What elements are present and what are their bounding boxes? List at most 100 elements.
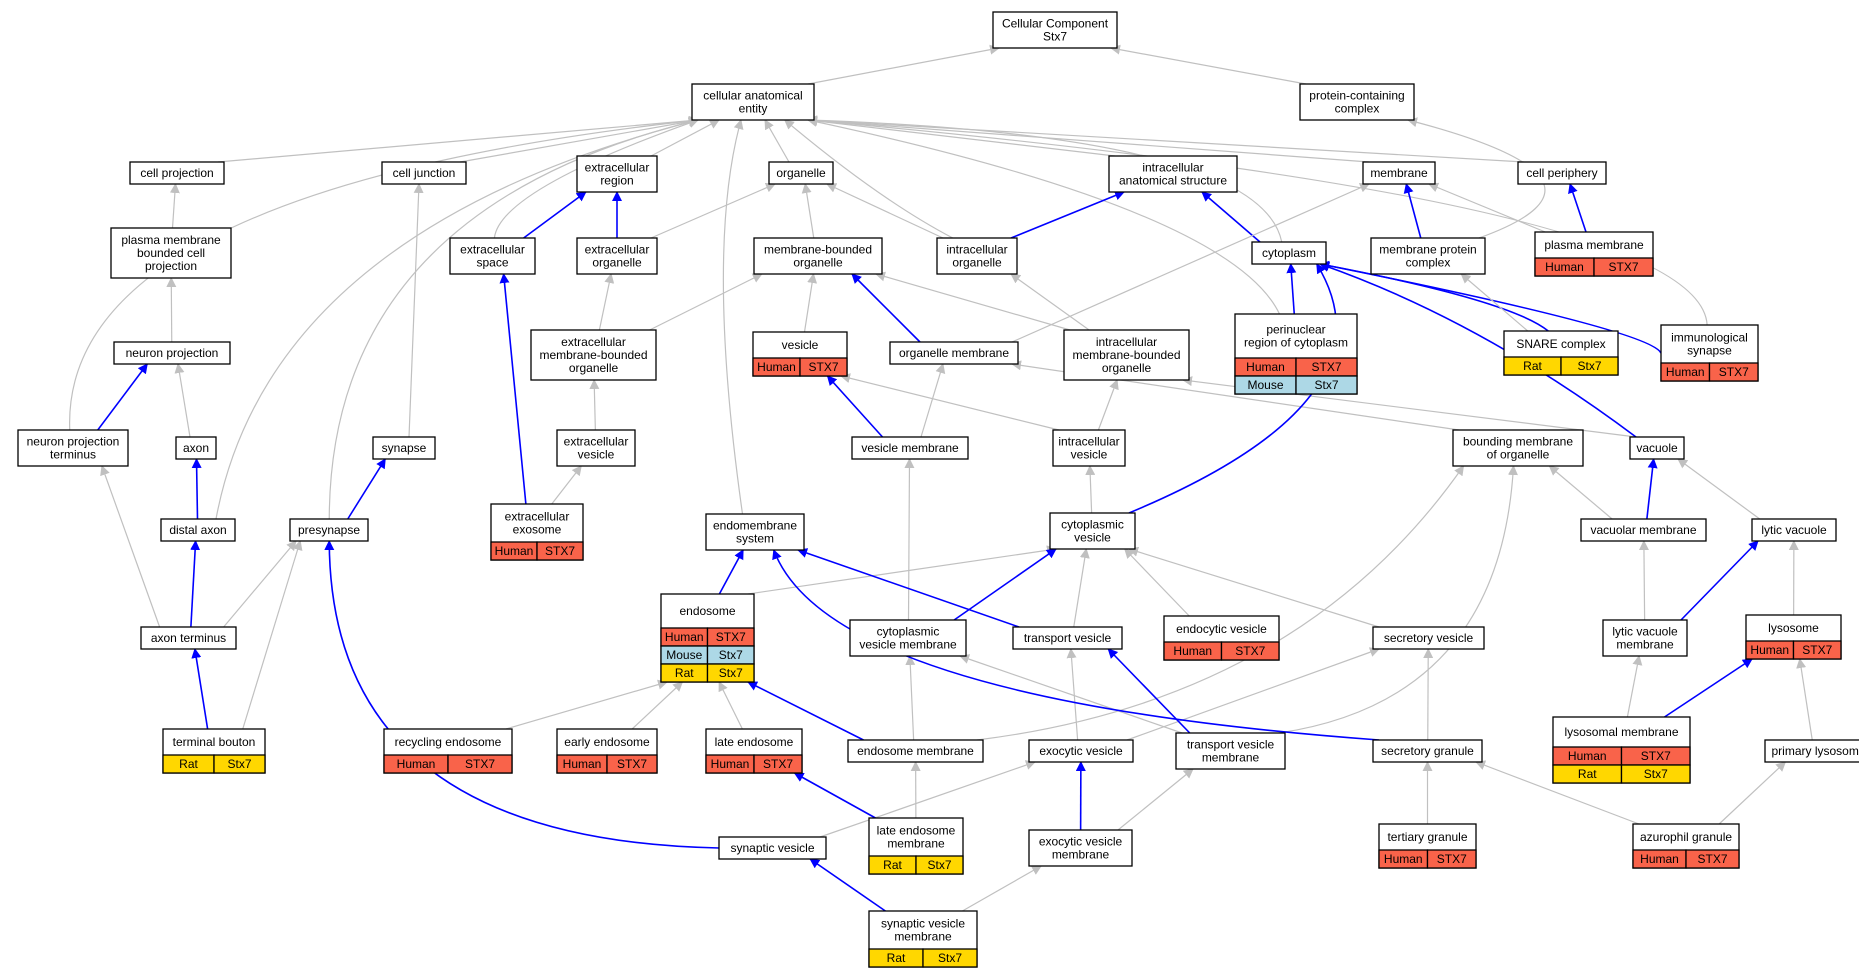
node-secves[interactable]: secretory vesicle — [1372, 626, 1485, 650]
edge-endomemb-to-endosome — [747, 681, 864, 741]
node-label: extracellular — [585, 161, 650, 175]
node-presynapse[interactable]: presynapse — [289, 518, 369, 542]
node-label: protein-containing — [1309, 89, 1404, 103]
node-synves[interactable]: synaptic vesicle — [718, 836, 827, 860]
node-vacuole[interactable]: vacuole — [1629, 436, 1685, 460]
node-label: organelle membrane — [899, 346, 1009, 360]
node-box — [17, 429, 129, 467]
node-axon[interactable]: axon — [175, 436, 217, 460]
edge-pmbcp-to-cellproj — [169, 183, 180, 229]
node-label: organelle — [952, 256, 1002, 270]
node-label: exocytic vesicle — [1039, 835, 1123, 849]
edge-axon-to-neuronproj — [174, 363, 191, 438]
node-box — [110, 227, 232, 279]
node-distaxon[interactable]: distal axon — [160, 518, 236, 542]
node-synapse[interactable]: synapse — [372, 436, 436, 460]
node-cellper[interactable]: cell periphery — [1517, 161, 1607, 185]
edge-earlyendo-to-endosome — [631, 681, 684, 730]
node-secgran[interactable]: secretory granule — [1372, 739, 1483, 763]
node-endomemb[interactable]: endosome membrane — [847, 739, 984, 763]
node-label: membrane-bounded — [1072, 348, 1180, 362]
node-label: system — [736, 532, 774, 546]
node-cellproj[interactable]: cell projection — [129, 161, 225, 185]
node-box — [851, 436, 969, 460]
node-cytoplasm[interactable]: cytoplasm — [1251, 241, 1327, 265]
node-neuronproj[interactable]: neuron projection — [113, 341, 231, 365]
edge-lateendo-to-endosome — [718, 681, 743, 730]
edge-cvm-to-cytoves — [953, 548, 1057, 621]
node-box — [1175, 732, 1286, 770]
node-membrane[interactable]: membrane — [1362, 161, 1436, 185]
node-box — [530, 329, 657, 381]
node-primlys[interactable]: primary lysosome — [1764, 739, 1859, 763]
node-box — [1602, 619, 1688, 657]
node-organelle[interactable]: organelle — [768, 161, 834, 185]
node-label: cell junction — [393, 166, 456, 180]
node-vacmem[interactable]: vacuolar membrane — [1580, 518, 1707, 542]
node-box — [140, 626, 237, 650]
node-label: cytoplasmic — [877, 625, 940, 639]
node-vesmem[interactable]: vesicle membrane — [851, 436, 969, 460]
gene-cell — [1708, 362, 1759, 382]
edge-cellproj-to-cae — [217, 115, 699, 163]
node-exocves[interactable]: exocytic vesicle — [1028, 739, 1134, 763]
node-label: lysosome — [1768, 621, 1819, 635]
node-label: of organelle — [1487, 448, 1550, 462]
node-label: exosome — [513, 523, 562, 537]
edge-axonterm-to-npt — [100, 465, 161, 628]
node-transves[interactable]: transport vesicle — [1012, 626, 1123, 650]
species-label: Human — [1750, 643, 1789, 657]
node-orgmem[interactable]: organelle membrane — [889, 341, 1019, 365]
edge-intorg-to-cae — [783, 119, 954, 239]
edge-immsyn-to-cytoplasm — [1319, 260, 1662, 354]
node-label: complex — [1406, 256, 1451, 270]
node-box — [1049, 512, 1136, 550]
edge-organelle-to-cae — [764, 119, 790, 163]
node-box — [753, 237, 883, 275]
node-celljunc[interactable]: cell junction — [381, 161, 467, 185]
node-axonterm[interactable]: axon terminus — [140, 626, 237, 650]
node-lytvac[interactable]: lytic vacuole — [1751, 518, 1837, 542]
